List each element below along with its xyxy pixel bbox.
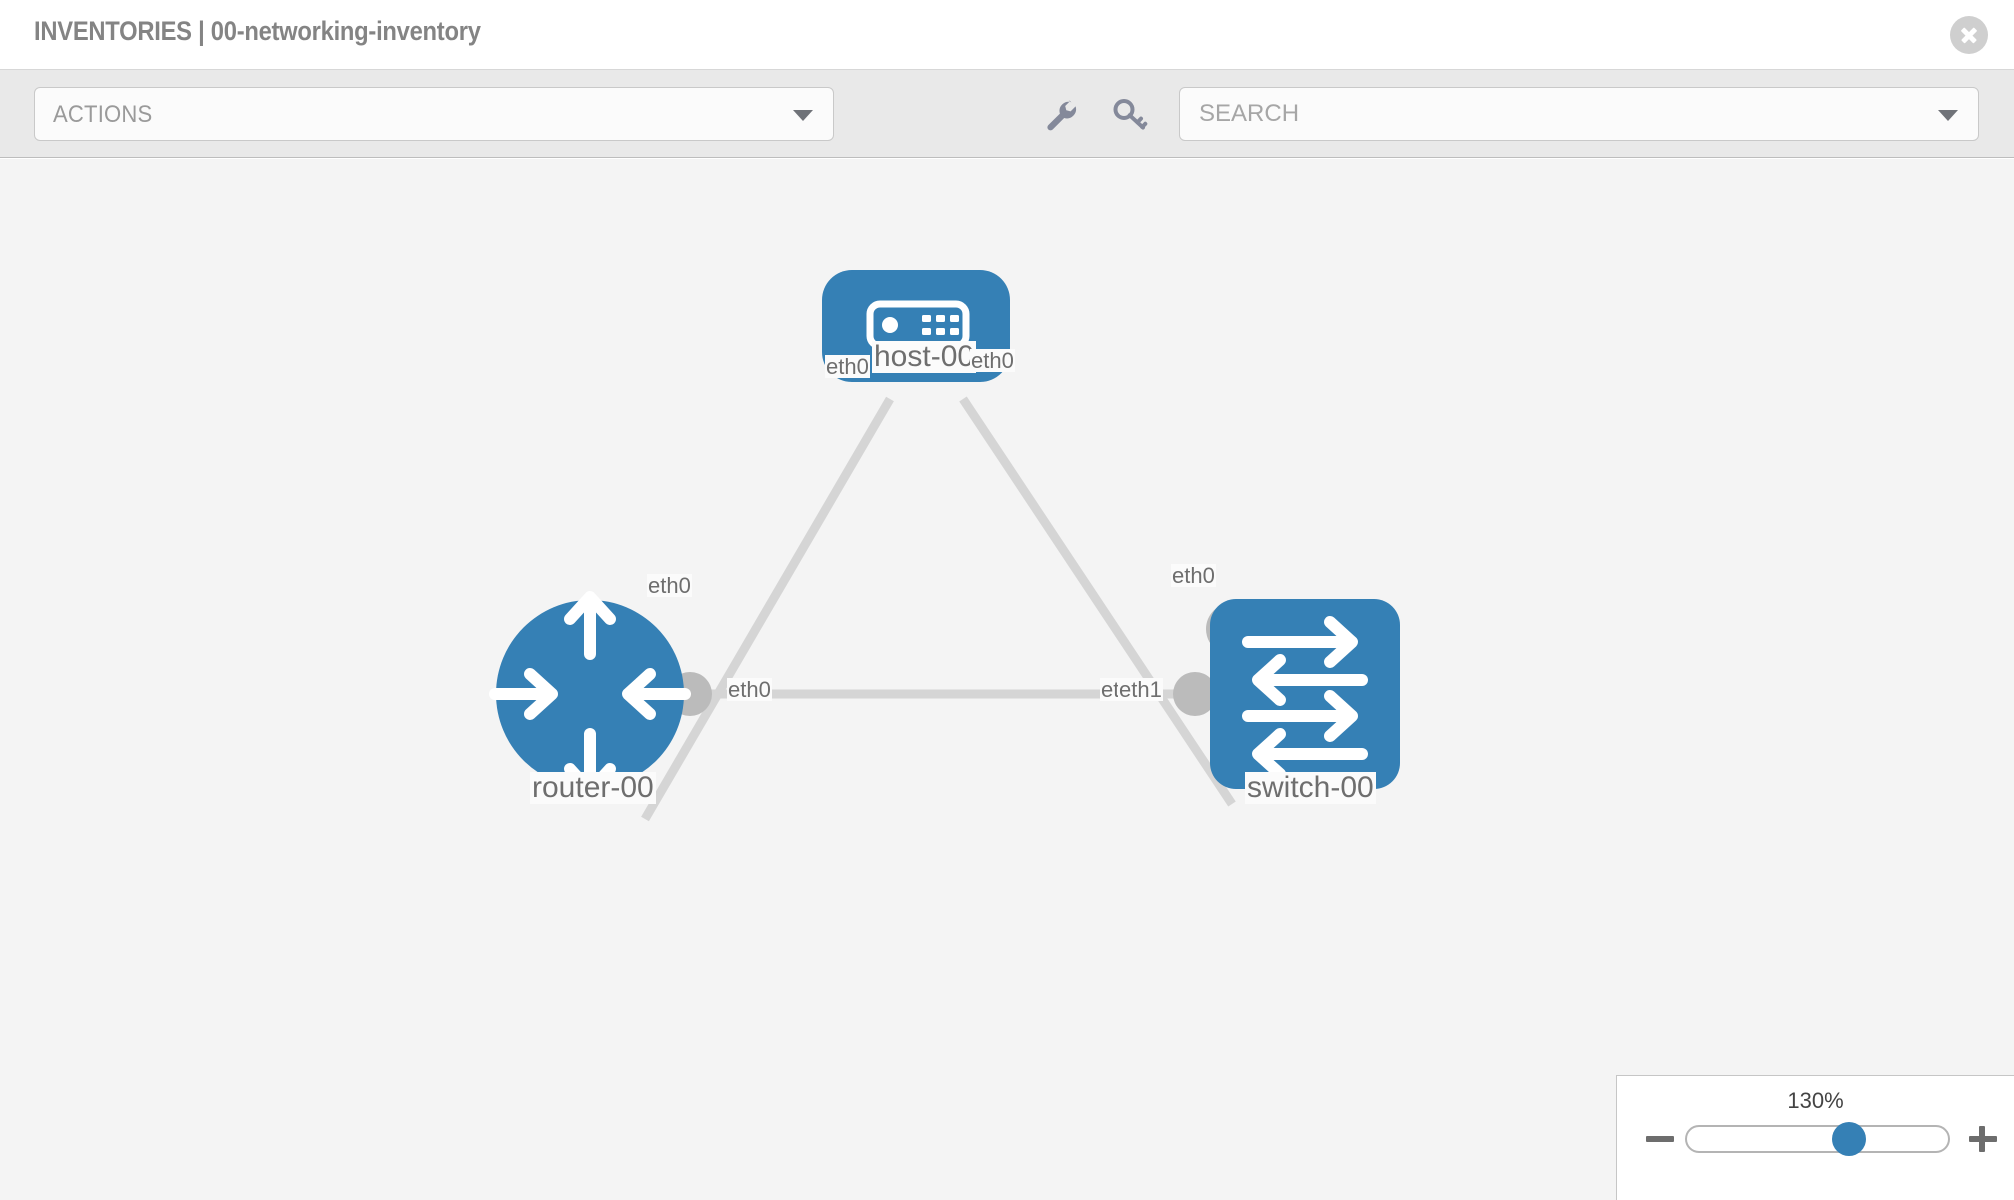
zoom-in-button[interactable] [1968,1124,1998,1154]
actions-dropdown[interactable]: ACTIONS [34,87,834,141]
search-field[interactable] [1179,87,1979,141]
topology-interface-stubs [668,328,1258,716]
iface-label-switch-left-b: eth1 [1118,677,1163,702]
topology-canvas[interactable]: host-00 router-00 switch-00 eth0 eth0 et… [0,159,2014,1200]
zoom-level-value: 130% [1787,1088,1844,1113]
iface-label-host-right: eth0 [970,348,1015,373]
wrench-icon[interactable] [1041,96,1079,134]
zoom-slider-track[interactable] [1685,1122,1950,1156]
key-icon[interactable] [1110,96,1148,134]
close-icon[interactable] [1950,16,1988,54]
edge-host-switch [959,396,1236,807]
node-switch-00 [1210,599,1400,789]
iface-label-router-uplink: eth0 [647,573,692,598]
zoom-slider-thumb[interactable] [1831,1122,1866,1156]
topology-graph [489,270,1400,822]
zoom-control: 130% [1616,1075,2014,1200]
chevron-down-icon[interactable] [1938,110,1958,121]
node-label-switch: switch-00 [1245,771,1376,804]
search-input[interactable] [1197,88,1917,140]
actions-dropdown-label: ACTIONS [53,101,153,128]
chevron-down-icon [793,110,813,121]
toolbar: ACTIONS [0,70,2014,158]
iface-stub-switch-left [1173,672,1217,716]
node-router-00 [489,591,691,797]
page-title: INVENTORIES | 00-networking-inventory [34,16,481,46]
edge-host-router [641,396,894,822]
zoom-out-button[interactable] [1645,1124,1675,1154]
iface-label-router-right: eth0 [727,677,772,702]
iface-label-switch-uplink: eth0 [1171,563,1216,588]
iface-label-host-left: eth0 [825,354,870,379]
node-label-host: host-00 [872,340,977,373]
topology-edges [641,396,1236,822]
window-header: INVENTORIES | 00-networking-inventory [0,0,2014,70]
node-label-router: router-00 [530,771,656,804]
